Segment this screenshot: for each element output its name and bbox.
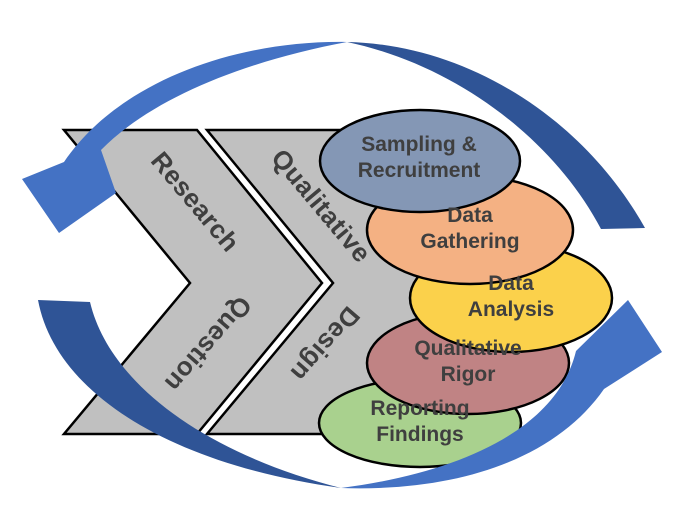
cycle-arc-top-right	[347, 42, 645, 229]
cycle-arrow-bottom-right	[341, 300, 662, 489]
cycle-arc-bottom-left	[38, 300, 341, 488]
ellipse-sampling-recruitment	[318, 108, 522, 214]
cycle-arrow-top-left	[22, 41, 347, 233]
